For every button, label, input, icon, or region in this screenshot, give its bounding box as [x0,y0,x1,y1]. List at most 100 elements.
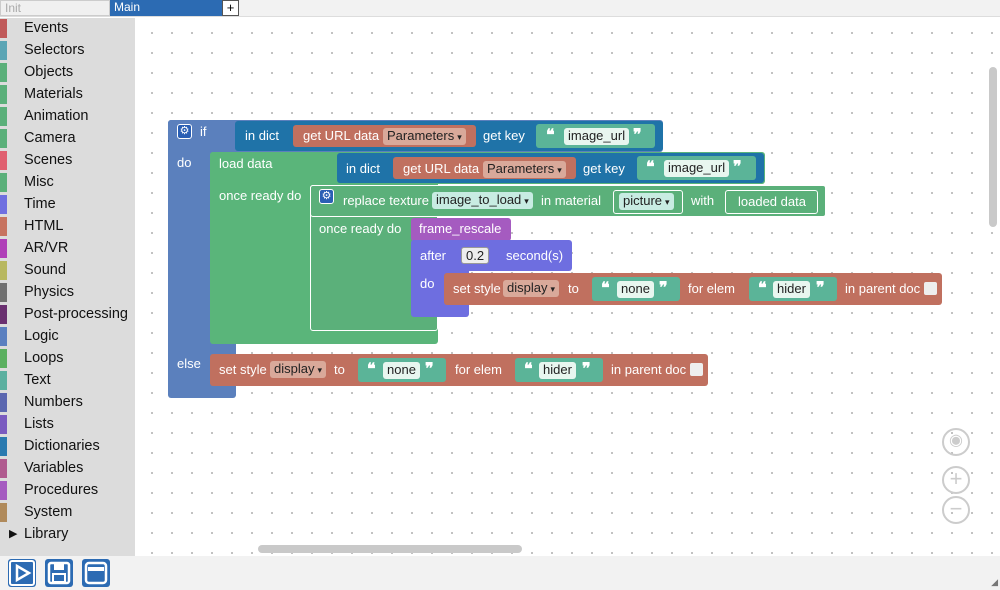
run-button[interactable] [8,559,36,587]
gear-icon[interactable]: ⚙ [177,124,192,139]
sidebar-item-label: Time [24,196,56,212]
parameters-dropdown[interactable]: Parameters▾ [383,128,466,145]
sidebar-item-logic[interactable]: Logic [0,326,135,348]
sidebar-item-html[interactable]: HTML [0,216,135,238]
quote-open-icon: ❝ [546,127,555,144]
category-color-swatch [0,239,7,258]
set-style-label-2: set style [219,362,267,377]
sidebar-item-library[interactable]: ▶Library [0,524,135,546]
sidebar-item-label: Procedures [24,482,99,498]
view-button[interactable] [82,559,110,587]
quote-open-icon: ❝ [367,361,376,378]
sidebar-item-camera[interactable]: Camera [0,128,135,150]
style-dropdown[interactable]: display▾ [503,280,559,297]
seconds-label: second(s) [506,248,564,263]
in-parent-doc-checkbox-2[interactable] [690,363,703,376]
sidebar-item-lists[interactable]: Lists [0,414,135,436]
horizontal-scrollbar[interactable] [258,545,522,553]
sidebar-item-label: Post-processing [24,306,128,322]
texture-dropdown[interactable]: image_to_load▾ [432,192,533,209]
after-label: after [420,248,447,263]
sidebar-item-ar-vr[interactable]: AR/VR [0,238,135,260]
parameters-dropdown-2[interactable]: Parameters▾ [483,161,566,178]
material-dropdown[interactable]: picture▾ [619,193,674,210]
category-color-swatch [0,129,7,148]
hider-field-2[interactable]: hider [539,362,576,379]
sidebar-item-scenes[interactable]: Scenes [0,150,135,172]
once-ready-do-label-2: once ready do [319,221,402,236]
picture-value: picture [623,193,663,208]
sidebar-item-label: System [24,504,73,520]
sidebar-item-events[interactable]: Events [0,18,135,40]
category-color-swatch [0,305,7,324]
delay-input[interactable]: 0.2 [461,247,490,264]
sidebar-item-time[interactable]: Time [0,194,135,216]
in-parent-doc-label: in parent doc [845,281,921,296]
sidebar-item-label: Misc [24,174,54,190]
none-field[interactable]: none [617,281,654,298]
sidebar-item-dictionaries[interactable]: Dictionaries [0,436,135,458]
chevron-down-icon: ▾ [317,365,322,375]
sidebar-item-text[interactable]: Text [0,370,135,392]
to-label-2: to [334,362,345,377]
sidebar-item-misc[interactable]: Misc [0,172,135,194]
sidebar-item-physics[interactable]: Physics [0,282,135,304]
category-color-swatch [0,217,7,236]
sidebar-item-objects[interactable]: Objects [0,62,135,84]
sidebar-item-selectors[interactable]: Selectors [0,40,135,62]
frame-rescale-block[interactable] [411,218,511,241]
sidebar-item-numbers[interactable]: Numbers [0,392,135,414]
vertical-scrollbar[interactable] [989,67,997,227]
zoom-in-icon[interactable]: + [942,466,970,494]
sidebar-item-sound[interactable]: Sound [0,260,135,282]
loaded-data-block[interactable] [725,190,818,214]
to-label: to [568,281,579,296]
tab-main[interactable]: Main [110,0,222,16]
none-field-2[interactable]: none [383,362,420,379]
recenter-icon[interactable]: ◉ [942,428,970,456]
sidebar-item-label: Scenes [24,152,73,168]
get-key-label: get key [483,128,525,143]
quote-close-icon: ❞ [816,280,825,297]
sidebar-item-materials[interactable]: Materials [0,84,135,106]
category-color-swatch [0,459,7,478]
in-parent-doc-checkbox[interactable] [924,282,937,295]
zoom-out-icon[interactable]: − [942,496,970,524]
sidebar-item-label: Logic [24,328,59,344]
add-tab-button[interactable]: + [222,0,239,16]
style-dropdown-2[interactable]: display▾ [270,361,326,378]
sidebar-item-procedures[interactable]: Procedures [0,480,135,502]
block-workspace[interactable]: ⚙ if do else in dict get URL data Parame… [135,18,1000,556]
quote-close-icon: ❞ [582,361,591,378]
for-elem-label: for elem [688,281,735,296]
save-icon [47,561,71,585]
quote-close-icon: ❞ [633,127,642,144]
hider-field[interactable]: hider [773,281,810,298]
sidebar-item-loops[interactable]: Loops [0,348,135,370]
chevron-down-icon: ▾ [524,196,529,206]
sidebar-item-animation[interactable]: Animation [0,106,135,128]
sidebar-item-system[interactable]: System [0,502,135,524]
image-url-field[interactable]: image_url [564,128,630,145]
for-elem-label-2: for elem [455,362,502,377]
save-button[interactable] [45,559,73,587]
do-label: do [177,155,192,170]
loaded-data-label: loaded data [738,194,806,209]
category-color-swatch [0,393,7,412]
image-url-field-2[interactable]: image_url [664,160,730,177]
gear-icon[interactable]: ⚙ [319,189,334,204]
category-color-swatch [0,151,7,170]
tab-init[interactable]: Init [0,0,110,16]
quote-open-icon: ❝ [601,280,610,297]
category-color-swatch [0,503,7,522]
sidebar-item-variables[interactable]: Variables [0,458,135,480]
else-label: else [177,356,201,371]
in-material-label: in material [541,193,601,208]
display-value: display [507,280,548,295]
sidebar-item-post-processing[interactable]: Post-processing [0,304,135,326]
quote-close-icon: ❞ [425,361,434,378]
sidebar-item-label: Sound [24,262,66,278]
resize-grip-icon[interactable]: ◢ [991,577,998,587]
category-color-swatch [0,41,7,60]
